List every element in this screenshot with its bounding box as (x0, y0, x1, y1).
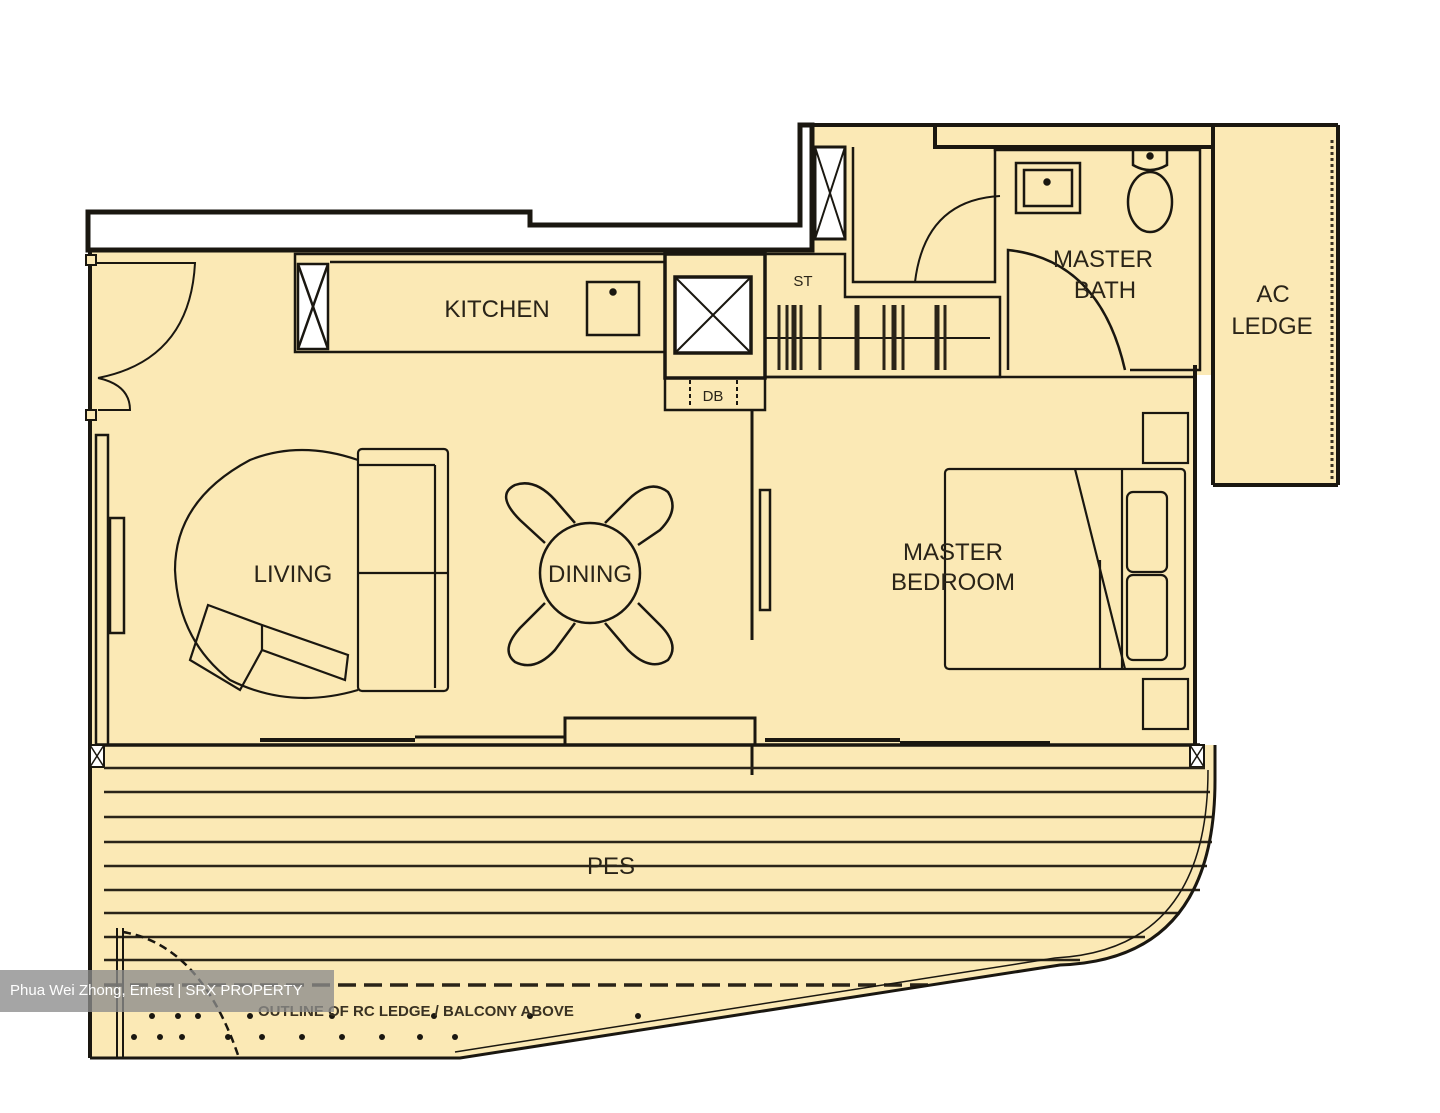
room-labels: KITCHEN ST MASTER BATH AC LEDGE LIVING D… (254, 246, 1313, 1020)
service-shaft: DB (663, 252, 767, 412)
master-bath-label-line1: MASTER (1053, 246, 1153, 273)
floor-area (90, 125, 1338, 1058)
bedroom-furniture (943, 411, 1190, 731)
kitchen-label: KITCHEN (444, 296, 549, 323)
dining-set (505, 482, 674, 667)
master-bedroom-label-line1: MASTER (903, 539, 1003, 566)
planter-dots (131, 1013, 641, 1040)
bath-shaft (812, 145, 847, 241)
wardrobe-hangers (777, 305, 947, 370)
db-label: DB (703, 388, 724, 405)
ac-ledge-label-line2: LEDGE (1231, 313, 1312, 340)
store-label: ST (793, 273, 812, 290)
living-furniture (173, 447, 450, 700)
entrance-door (85, 254, 197, 421)
exterior-corridor (85, 122, 815, 253)
living-label: LIVING (254, 561, 333, 588)
dining-label: DINING (548, 561, 632, 588)
ac-ledge-label-line1: AC (1256, 281, 1289, 308)
pes-label: PES (587, 853, 635, 880)
master-bath (851, 147, 1202, 372)
outer-walls (88, 123, 1340, 1058)
outline-note: OUTLINE OF RC LEDGE / BALCONY ABOVE (258, 1003, 574, 1020)
watermark: Phua Wei Zhong, Ernest | SRX PROPERTY (0, 970, 334, 1012)
pes-decking (104, 766, 1212, 987)
master-bedroom-label-line2: BEDROOM (891, 569, 1015, 596)
master-bath-label-line2: BATH (1074, 277, 1136, 304)
